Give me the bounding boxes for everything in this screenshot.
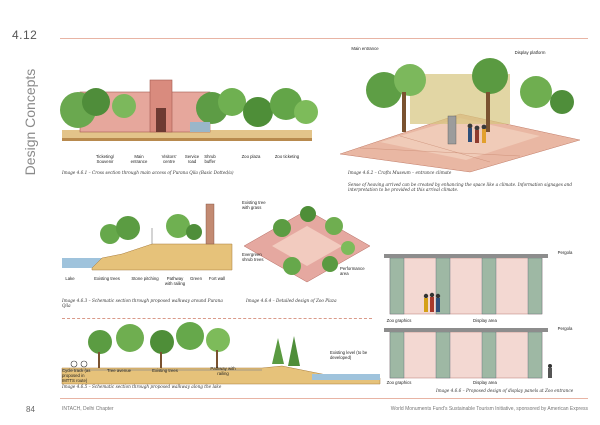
figure-1-illustration — [60, 79, 318, 141]
label-ticketing: Ticketing/ Souvenir — [95, 154, 115, 164]
side-title: Design Concepts — [22, 68, 38, 176]
label-pergola-2: Pergola — [557, 326, 573, 331]
label-main-entrance-2: Main entrance — [351, 46, 379, 51]
figure-1-caption: Image 4.6.1 – Cross section through main… — [62, 170, 234, 175]
figure-5: Pergola Zoo graphics Display area Pergol… — [384, 248, 588, 388]
label-shrub-buffer: Shrub buffer — [204, 154, 216, 164]
figure-4: Existing tree with grass Evergreen shrub… — [242, 196, 372, 296]
section-number: 4.12 — [12, 28, 38, 42]
label-zoo-ticketing: Zoo ticketing — [274, 154, 300, 159]
label-green: Green — [190, 276, 202, 281]
label-service-road: Service road — [184, 154, 200, 164]
label-existing-level: Existing level (to be developed) — [330, 350, 368, 360]
figure-3-illustration — [62, 203, 233, 271]
label-pathway-railing: Pathway with railing — [164, 276, 186, 286]
figure-3: Lake Existing trees Stone pitching Pathw… — [62, 198, 233, 298]
footer-right-text: World Monuments Fund's Sustainable Touri… — [390, 406, 588, 412]
label-main-entrance: Main entrance — [130, 154, 148, 164]
label-zoo-graphics: Zoo graphics — [386, 318, 412, 323]
figure-5-illustration — [384, 254, 552, 379]
label-display-area-2: Display area — [473, 380, 497, 385]
figure-6-illustration — [61, 322, 381, 385]
label-visitors-centre: Visitors' centre — [161, 154, 177, 164]
figure-1: Ticketing/ Souvenir Main entrance Visito… — [60, 72, 318, 182]
label-lake: Lake — [65, 276, 75, 281]
label-existing-trees: Existing trees — [94, 276, 120, 281]
page-number: 84 — [26, 405, 35, 414]
figure-2-note: Sense of heaving arrived can be created … — [348, 182, 573, 192]
label-stone-pitching: Stone pitching — [131, 276, 159, 281]
label-performance-area: Performance area — [340, 266, 365, 276]
label-zoo-graphics-2: Zoo graphics — [386, 380, 412, 385]
label-zoo-plaza: Zoo plaza — [241, 154, 261, 159]
figure-2: Main entrance Display platform — [339, 44, 581, 173]
label-display-area: Display area — [473, 318, 497, 323]
label-fort-wall: Fort wall — [208, 276, 226, 281]
figure-3-caption: Image 4.6.3 – Schematic section through … — [62, 298, 223, 308]
figure-5-caption: Image 4.6.6 – Proposed design of display… — [436, 388, 574, 393]
label-pathway-railing-2: Pathway with railing — [210, 366, 236, 376]
label-existing-trees-2: Existing trees — [152, 368, 178, 373]
label-evergreen-shrubs: Evergreen shrub trees — [242, 252, 264, 262]
footer-left-text: INTACH, Delhi Chapter — [62, 406, 114, 412]
footer-rule — [60, 398, 588, 399]
figure-6-caption: Image 4.6.5 – Schematic section through … — [62, 384, 222, 389]
header-rule — [60, 38, 588, 39]
label-tree-avenue: Tree avenue — [107, 368, 131, 373]
figure-4-caption: Image 4.6.4 – Detailed design of Zoo Pla… — [246, 298, 337, 303]
figure-6: Cycle track (as proposed in IMTTS route)… — [61, 322, 381, 394]
label-display-platform: Display platform — [514, 50, 546, 55]
label-cycle-track: Cycle track (as proposed in IMTTS route) — [62, 368, 91, 383]
label-existing-tree-grass: Existing tree with grass — [242, 200, 266, 210]
figure-2-illustration — [339, 58, 581, 173]
figure-2-caption: Image 4.6.2 – Crafts Museum – entrance c… — [348, 170, 452, 175]
section-divider — [62, 318, 372, 319]
figure-4-illustration — [243, 206, 371, 283]
label-pergola: Pergola — [557, 250, 573, 255]
